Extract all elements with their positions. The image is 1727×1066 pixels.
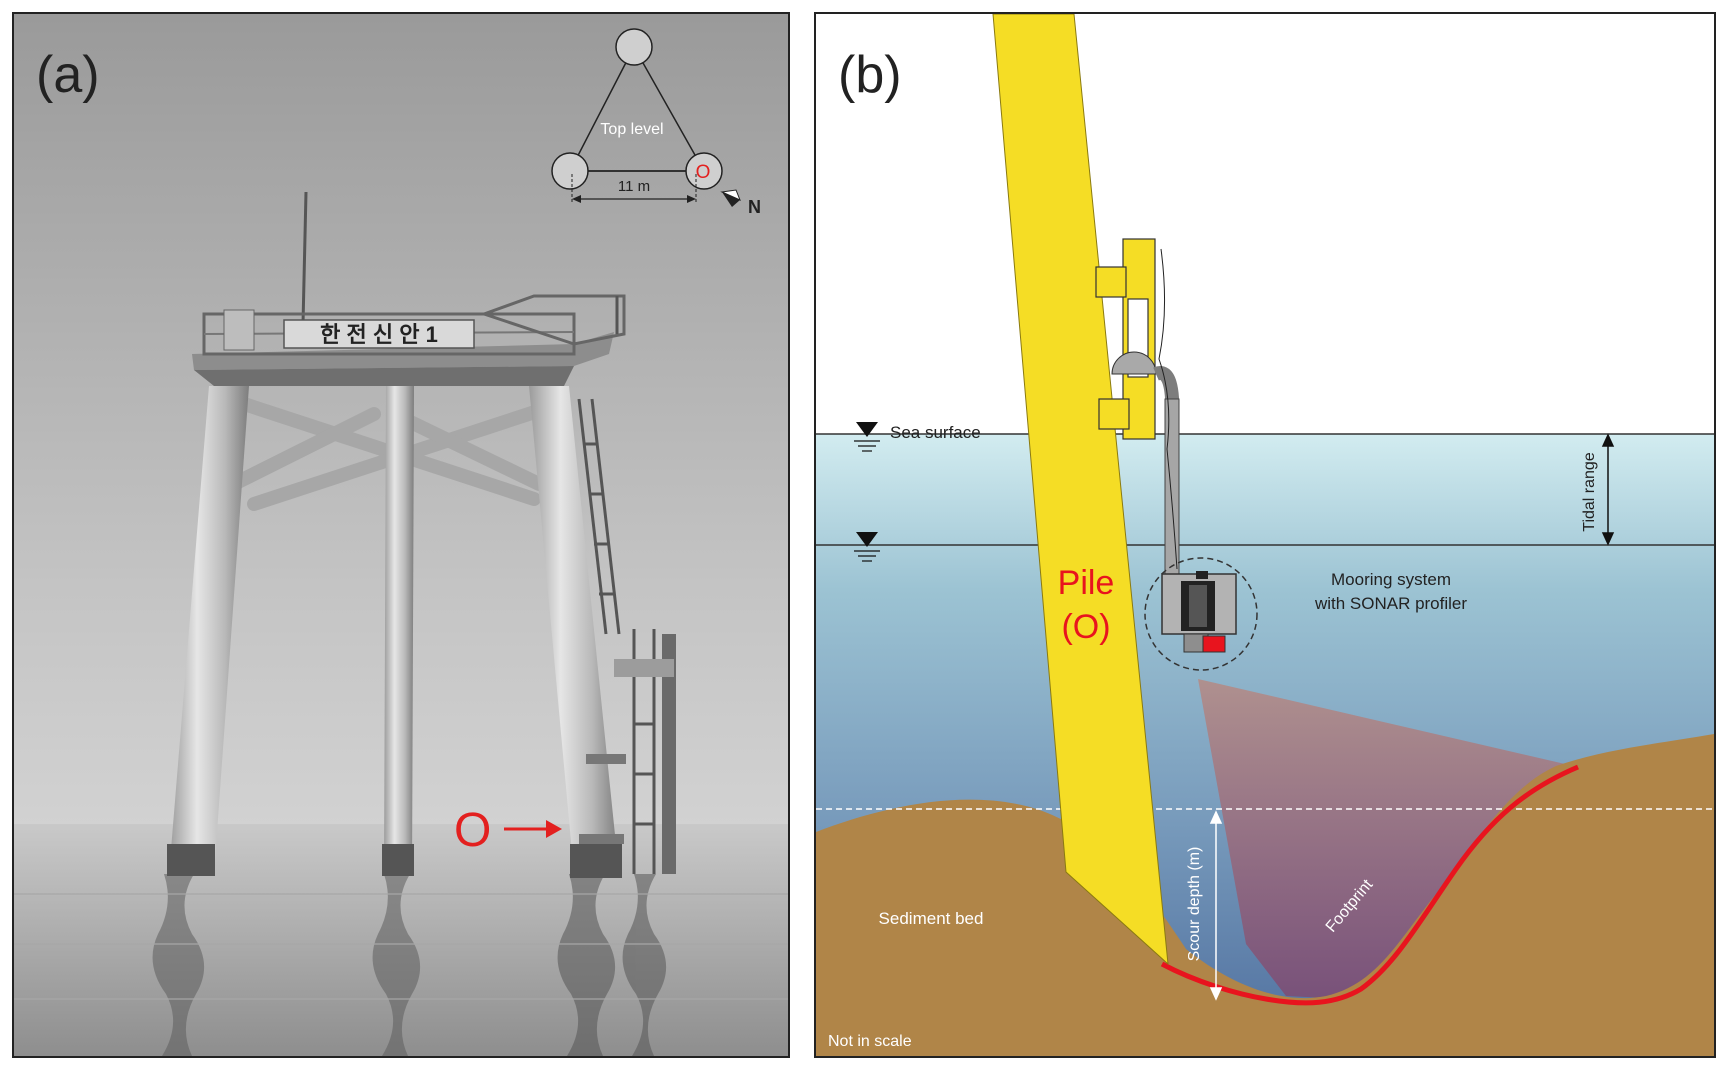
water-reflections (152, 874, 667, 1056)
scour-depth-label: Scour depth (m) (1186, 847, 1203, 962)
north-label: N (748, 197, 761, 217)
north-arrow-icon (722, 192, 740, 207)
top-level-inset: Top level O 11 m N (551, 28, 761, 217)
ladder-post (662, 634, 676, 874)
panel-b-label: (b) (838, 46, 902, 104)
scour-depth-arrow (1209, 810, 1223, 1001)
platform-sign (283, 319, 475, 349)
scour-footprint (1160, 764, 1579, 1006)
inset-pile-top (615, 28, 653, 66)
pile-label-id: (O) (1061, 608, 1110, 646)
sediment-bed-label: Sediment bed (879, 909, 984, 928)
pile-marker-arrowhead (546, 820, 562, 838)
scour-schematic: Sea surface Tidal range Pile (O) Mooring… (816, 14, 1714, 1056)
sonar-profiler (1202, 635, 1226, 653)
pile-label: Pile (1058, 564, 1115, 602)
inset-pile-right (685, 152, 723, 190)
inset-title: Top level (600, 121, 663, 138)
pile-marker-label: O (454, 804, 491, 857)
platform-sign-text: 한 전 신 안 1 (320, 322, 438, 347)
tidal-range-label: Tidal range (1581, 452, 1598, 532)
inset-pile-marker: O (696, 162, 711, 183)
sea-surface-marker (854, 422, 880, 452)
not-in-scale-note: Not in scale (828, 1033, 912, 1050)
sediment-bed (816, 734, 1714, 1056)
antenna (301, 191, 308, 325)
landing-platform (614, 659, 674, 677)
pile-marker: O (454, 804, 562, 857)
pile (992, 14, 1169, 966)
schematic-panel-b: Sea surface Tidal range Pile (O) Mooring… (814, 12, 1716, 1058)
mooring-label-line2: with SONAR profiler (1314, 594, 1467, 613)
tidal-range-arrow (1601, 433, 1615, 546)
sea-surface-label: Sea surface (890, 423, 981, 442)
panel-a-label: (a) (36, 46, 100, 104)
water-ripples (14, 893, 788, 1000)
low-tide-marker (854, 532, 880, 562)
inset-dimension: 11 m (618, 178, 650, 195)
pile-o-leg (529, 386, 619, 874)
photo-panel-a: 한 전 신 안 1 (12, 12, 790, 1058)
mooring-highlight-circle (1144, 557, 1258, 671)
platform-photo: 한 전 신 안 1 (14, 14, 788, 1056)
jacket-legs (167, 386, 626, 878)
platform-deck: 한 전 신 안 1 (192, 294, 626, 386)
mooring-label-line1: Mooring system (1331, 570, 1451, 589)
mooring-system (1144, 248, 1258, 671)
inset-pile-left (551, 152, 589, 190)
